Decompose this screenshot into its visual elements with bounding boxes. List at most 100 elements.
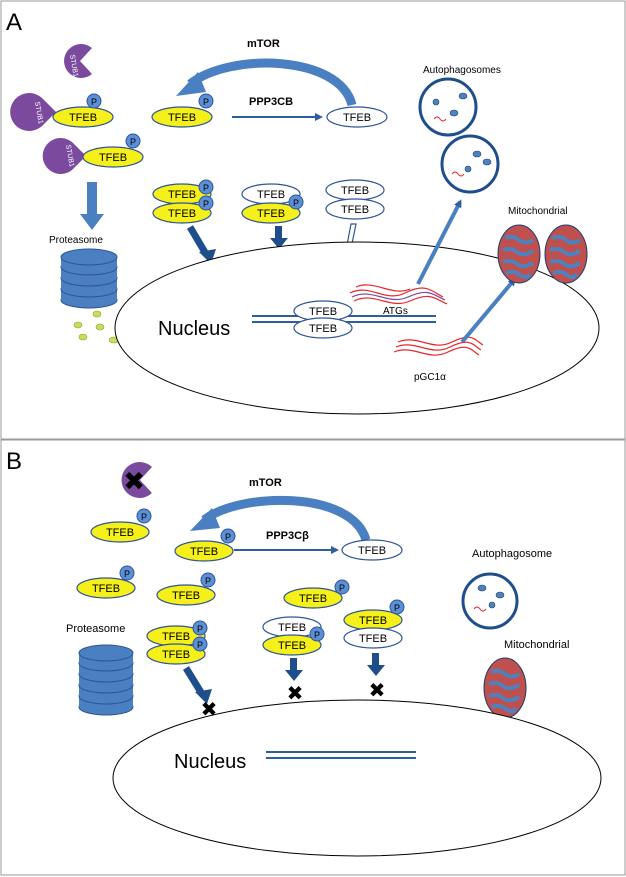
- svg-text:TFEB: TFEB: [168, 189, 196, 201]
- block-mark: ✖: [369, 680, 386, 702]
- svg-text:TFEB: TFEB: [257, 189, 285, 201]
- svg-text:P: P: [197, 640, 203, 650]
- pgc1a-transcripts: [393, 336, 484, 356]
- svg-text:P: P: [205, 576, 211, 586]
- blocked-arrow: [372, 653, 379, 667]
- tfeb-dimer: TFEB TFEB P: [343, 599, 405, 649]
- svg-text:P: P: [124, 569, 130, 579]
- tfeb-molecule: TFEB P: [90, 508, 152, 543]
- svg-text:P: P: [197, 624, 203, 634]
- tfeb-molecule: TFEB P: [283, 579, 350, 609]
- tfeb-dimer: TFEB TFEB: [293, 300, 353, 339]
- stub1-label: STUB1: [64, 144, 75, 168]
- blocked-arrow: [290, 658, 297, 672]
- autophagosomes-label: Autophagosomes: [423, 65, 501, 76]
- nucleus-label: Nucleus: [158, 318, 230, 340]
- svg-text:P: P: [293, 198, 299, 208]
- svg-text:TFEB: TFEB: [309, 323, 337, 335]
- panel-b: B STUB1 ✖ mTOR TFEB P TFEB P TFEB P: [0, 439, 626, 876]
- proteasome-stack: [78, 644, 134, 716]
- svg-text:P: P: [203, 199, 209, 209]
- tfeb-dimer: TFEB TFEB P: [241, 183, 304, 224]
- blocked-arrow: [275, 226, 282, 240]
- blocked-arrow: [183, 666, 205, 696]
- svg-text:TFEB: TFEB: [162, 631, 190, 643]
- proteasome-label: Proteasome: [66, 623, 125, 635]
- tfeb-label: TFEB: [69, 112, 97, 124]
- svg-text:TFEB: TFEB: [343, 112, 371, 124]
- tfeb-molecule: TFEB: [151, 106, 213, 128]
- autophagy-induction-arrow: [416, 199, 462, 285]
- tfeb-dimer: TFEB TFEB P P: [146, 620, 208, 665]
- stub1-icon: STUB1: [42, 138, 86, 175]
- autophagosome: [461, 572, 519, 630]
- svg-text:TFEB: TFEB: [278, 622, 306, 634]
- svg-text:TFEB: TFEB: [299, 593, 327, 605]
- svg-text:TFEB: TFEB: [341, 204, 369, 216]
- proteasome-label: Proteasome: [49, 235, 103, 246]
- proteasome-stack: [60, 248, 118, 309]
- autophagosome: [418, 77, 478, 137]
- panel-b-frame: [0, 439, 626, 876]
- degradation-arrow: [80, 182, 104, 230]
- autophagosome: [440, 134, 500, 194]
- tfeb-dimer: TFEB TFEB P: [262, 616, 325, 656]
- mitochondrial-label: Mitochondrial: [508, 206, 567, 217]
- svg-text:TFEB: TFEB: [309, 306, 337, 318]
- svg-text:TFEB: TFEB: [359, 633, 387, 645]
- svg-text:TFEB: TFEB: [92, 583, 120, 595]
- mitochondrial-label: Mitochondrial: [504, 639, 569, 651]
- mitochondrion: [544, 224, 588, 284]
- block-mark: ✖: [287, 683, 304, 705]
- mtor-arrow: [201, 495, 371, 542]
- blocked-arrow: [186, 225, 210, 256]
- svg-text:TFEB: TFEB: [172, 590, 200, 602]
- knockout-mark: ✖: [123, 466, 145, 496]
- svg-text:STUB1: STUB1: [146, 471, 157, 495]
- mitochondrion: [483, 657, 527, 719]
- mtor-label: mTOR: [247, 38, 280, 50]
- svg-text:TFEB: TFEB: [99, 152, 127, 164]
- svg-text:TFEB: TFEB: [358, 545, 386, 557]
- svg-text:P: P: [203, 183, 209, 193]
- stub1-label: STUB1: [33, 101, 44, 125]
- svg-text:TFEB: TFEB: [257, 208, 285, 220]
- phosphatase-label: PPP3Cβ: [266, 530, 309, 542]
- phospho-site: P: [198, 93, 214, 109]
- tfeb-molecule: TFEB P: [156, 572, 216, 606]
- svg-text:TFEB: TFEB: [162, 649, 190, 661]
- svg-text:TFEB: TFEB: [106, 527, 134, 539]
- tfeb-molecule: TFEB P: [76, 565, 136, 599]
- svg-text:TFEB: TFEB: [168, 112, 196, 124]
- tfeb-dimer: TFEB TFEB: [325, 179, 385, 220]
- phospho-site: P: [125, 133, 141, 149]
- tfeb-molecule: TFEB: [341, 539, 403, 561]
- svg-text:P: P: [394, 603, 400, 613]
- nucleus-label: Nucleus: [174, 751, 246, 773]
- panel-a-letter: A: [6, 9, 22, 36]
- panel-a-frame: [0, 0, 626, 440]
- nucleus: [114, 241, 600, 415]
- autophagosome-label: Autophagosome: [472, 548, 552, 560]
- panel-a: A STUB1 STUB1 TFEB P STUB1 TFEB: [0, 0, 626, 440]
- svg-text:TFEB: TFEB: [278, 640, 306, 652]
- mitochondrion: [497, 224, 541, 284]
- svg-text:TFEB: TFEB: [341, 185, 369, 197]
- stub1-icon: STUB1: [121, 462, 157, 499]
- svg-text:P: P: [203, 97, 209, 107]
- svg-text:TFEB: TFEB: [359, 615, 387, 627]
- svg-text:TFEB: TFEB: [190, 546, 218, 558]
- svg-text:P: P: [339, 583, 345, 593]
- tfeb-molecule: TFEB: [52, 106, 114, 128]
- peptide-fragments: [73, 310, 120, 344]
- tfeb-molecule: TFEB: [82, 146, 144, 168]
- svg-text:P: P: [130, 137, 136, 147]
- phosphatase-label: PPP3CB: [249, 96, 293, 108]
- svg-text:P: P: [314, 630, 320, 640]
- tfeb-molecule: TFEB: [326, 106, 388, 128]
- mtor-label: mTOR: [249, 477, 282, 489]
- stub1-icon: STUB1: [10, 93, 56, 131]
- stub1-icon: STUB1: [64, 44, 92, 79]
- svg-text:TFEB: TFEB: [168, 208, 196, 220]
